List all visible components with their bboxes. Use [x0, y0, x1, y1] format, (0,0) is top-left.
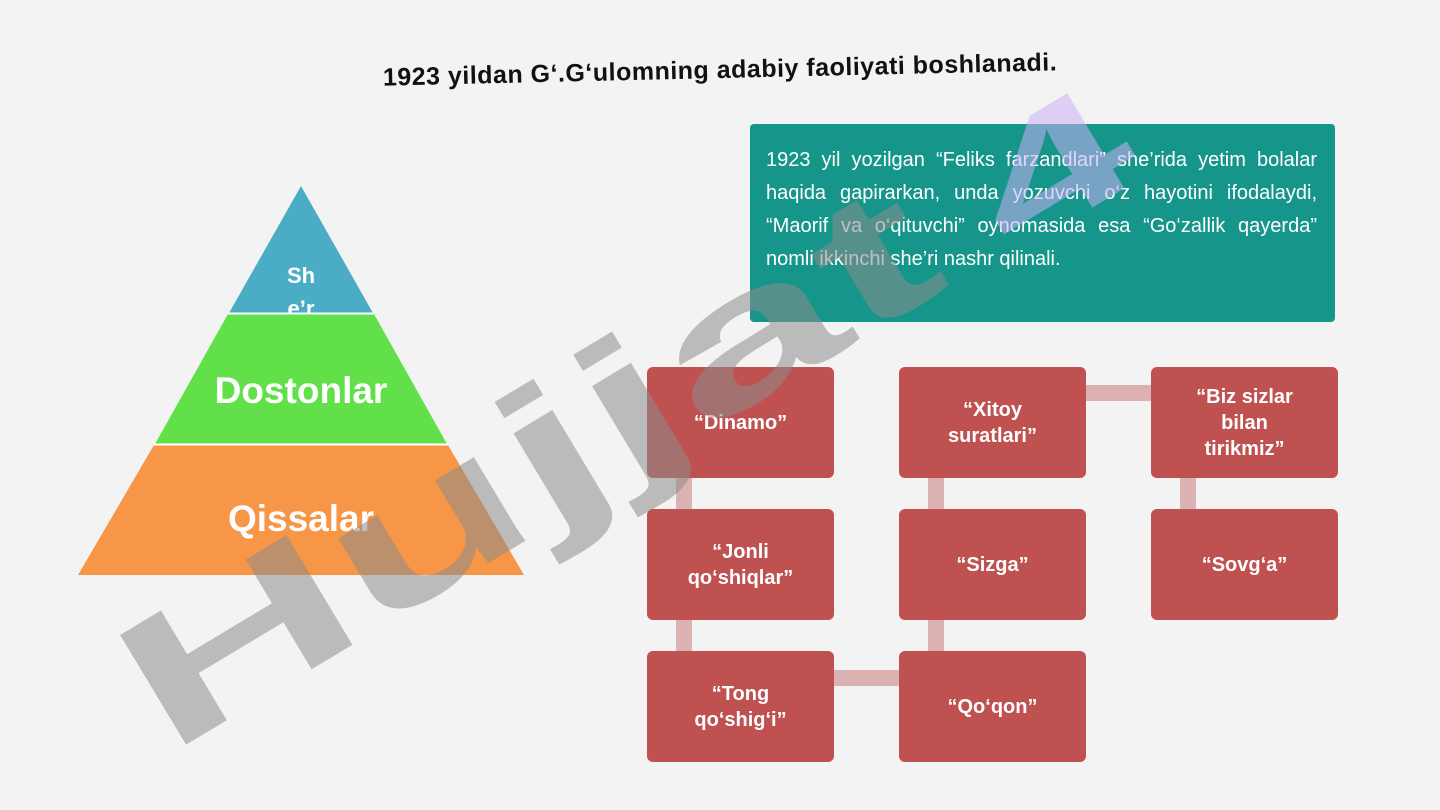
work-box-biz-sizlar-bilan-tirikmiz: “Biz sizlar bilan tirikmiz”: [1151, 367, 1338, 478]
connector-tong-qoqon: [834, 670, 899, 686]
pyramid-level-dostonlar: [155, 314, 447, 444]
work-box-sovga: “Sovg‘a”: [1151, 509, 1338, 620]
connector-dinamo-jonli: [676, 478, 692, 509]
pyramid-label-dostonlar: Dostonlar: [215, 370, 388, 411]
pyramid-label-sher-1: Sh: [287, 263, 315, 288]
work-box-tong-qoshigi: “Tong qo‘shig‘i”: [647, 651, 834, 762]
connector-xitoy-biz: [1086, 385, 1151, 401]
pyramid-level-sher: [229, 186, 373, 313]
connector-jonli-tong: [676, 620, 692, 651]
work-box-jonli-qoshiqlar: “Jonli qo‘shiqlar”: [647, 509, 834, 620]
connector-qoqon-sizga: [928, 620, 944, 651]
work-box-qoqon: “Qo‘qon”: [899, 651, 1086, 762]
connector-sizga-xitoy: [928, 478, 944, 509]
work-box-xitoy-suratlari: “Xitoy suratlari”: [899, 367, 1086, 478]
pyramid-label-sher-2: e’r: [288, 296, 315, 321]
pyramid-label-qissalar: Qissalar: [228, 498, 374, 539]
info-text-box: 1923 yil yozilgan “Feliks farzandlari” s…: [750, 124, 1335, 322]
pyramid-level-qissalar: [78, 445, 524, 575]
work-box-sizga: “Sizga”: [899, 509, 1086, 620]
connector-biz-sovga: [1180, 478, 1196, 509]
work-box-dinamo: “Dinamo”: [647, 367, 834, 478]
